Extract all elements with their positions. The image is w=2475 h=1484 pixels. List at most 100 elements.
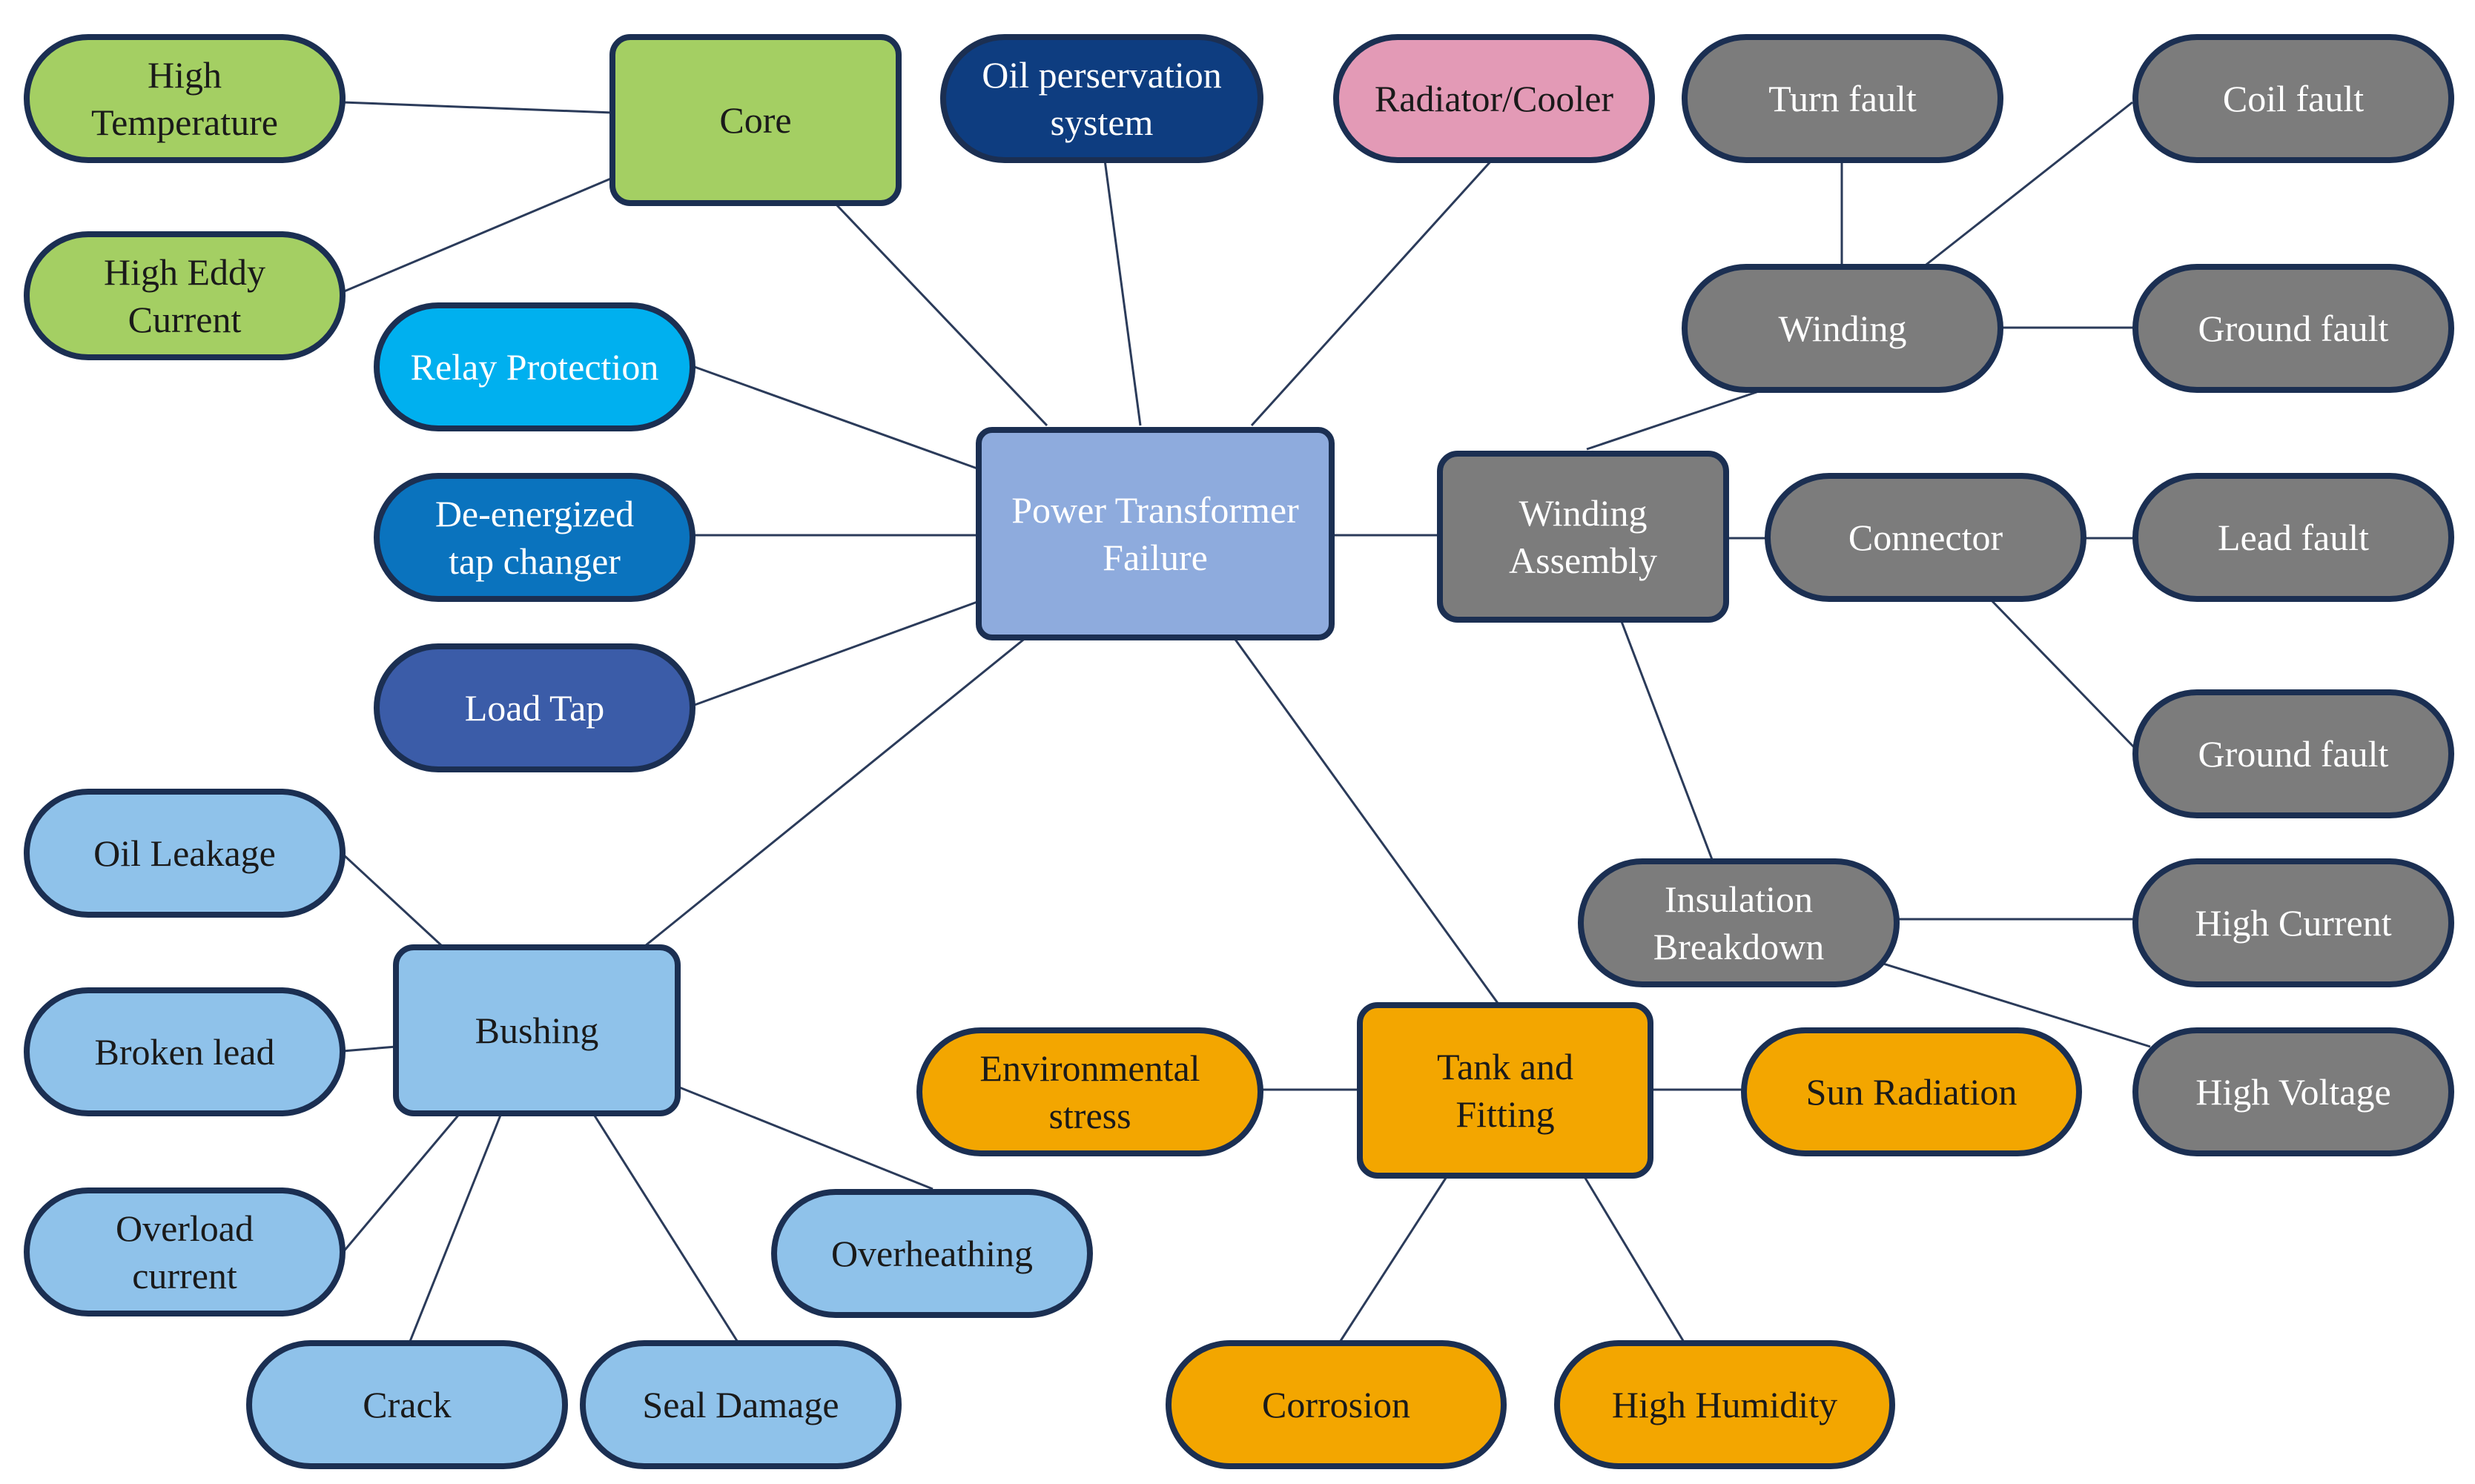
node-turn-fault-label-line: Turn fault: [1768, 78, 1917, 119]
edge-tank-and-fitting-to-high-humidity: [1582, 1175, 1686, 1344]
node-relay-protection-label-line: Relay Protection: [411, 346, 659, 388]
node-oil-leakage: Oil Leakage: [24, 789, 346, 918]
node-ground-fault-winding-label-line: Ground fault: [2198, 308, 2389, 349]
node-overload-current-label-line: current: [132, 1255, 237, 1296]
node-winding-shape: [1682, 264, 2003, 393]
edge-power-transformer-failure-to-load-tap: [692, 600, 978, 707]
node-sun-radiation-label: Sun Radiation: [1806, 1071, 2018, 1113]
node-high-voltage-shape: [2132, 1027, 2454, 1156]
node-broken-lead-shape: [24, 987, 346, 1116]
node-oil-preservation-system-shape: [940, 34, 1263, 163]
node-turn-fault-shape: [1682, 34, 2003, 163]
node-overload-current-label: Overload current: [116, 1208, 254, 1296]
node-core-label-line: Core: [719, 99, 791, 141]
node-load-tap-shape: [374, 643, 695, 772]
node-lead-fault-label: Lead fault: [2218, 517, 2369, 558]
edge-bushing-to-broken-lead: [342, 1045, 397, 1053]
node-power-transformer-failure-label-line: Power Transformer: [1011, 489, 1299, 531]
node-crack-shape: [246, 1340, 568, 1469]
node-winding: Winding: [1682, 264, 2003, 393]
node-tank-and-fitting-shape: [1357, 1002, 1653, 1179]
edge-power-transformer-failure-to-core: [833, 202, 1048, 427]
node-power-transformer-failure-shape: [976, 427, 1335, 640]
node-sun-radiation-shape: [1741, 1027, 2082, 1156]
node-corrosion-shape: [1166, 1340, 1507, 1469]
node-relay-protection: Relay Protection: [374, 302, 695, 431]
node-tank-and-fitting-label-line: Tank and: [1437, 1046, 1573, 1087]
node-environmental-stress-label-line: stress: [1048, 1095, 1131, 1136]
node-broken-lead-label: Broken lead: [95, 1031, 275, 1073]
edge-bushing-to-oil-leakage: [341, 852, 443, 947]
node-load-tap-label: Load Tap: [465, 687, 605, 729]
node-winding-assembly-label-line: Assembly: [1509, 540, 1657, 581]
node-oil-preservation-system-label-line: Oil perservation: [982, 54, 1222, 96]
node-ground-fault-connector: Ground fault: [2132, 689, 2454, 818]
edge-power-transformer-failure-to-relay-protection: [692, 365, 978, 470]
node-overload-current: Overload current: [24, 1187, 346, 1316]
node-oil-leakage-label-line: Oil Leakage: [93, 832, 276, 874]
node-bushing: Bushing: [393, 944, 681, 1116]
node-broken-lead: Broken lead: [24, 987, 346, 1116]
node-connector-label-line: Connector: [1848, 517, 2003, 558]
node-high-temperature-shape: [24, 34, 346, 163]
node-crack-label: Crack: [363, 1384, 451, 1425]
connector-lines: [341, 101, 2151, 1344]
edge-tank-and-fitting-to-corrosion: [1338, 1175, 1449, 1344]
node-coil-fault-label: Coil fault: [2223, 78, 2364, 119]
edge-bushing-to-overload-current: [341, 1111, 463, 1253]
node-de-energized-tap-changer-label-line: De-energized: [435, 493, 634, 534]
node-tank-and-fitting-label-line: Fitting: [1455, 1093, 1554, 1135]
node-connector-shape: [1765, 473, 2086, 602]
node-high-eddy-current-label-line: Current: [128, 299, 242, 340]
node-coil-fault: Coil fault: [2132, 34, 2454, 163]
node-bushing-shape: [393, 944, 681, 1116]
node-winding-assembly-label-line: Winding: [1519, 492, 1648, 534]
node-radiator-cooler-label: Radiator/Cooler: [1375, 78, 1613, 119]
node-high-voltage-label-line: High Voltage: [2195, 1071, 2390, 1113]
edge-winding-assembly-to-insulation-breakdown: [1619, 619, 1714, 862]
node-oil-leakage-label: Oil Leakage: [93, 832, 276, 874]
node-lead-fault-shape: [2132, 473, 2454, 602]
node-high-temperature-label-line: Temperature: [91, 102, 278, 143]
node-winding-label: Winding: [1779, 308, 1907, 349]
node-high-current-label-line: High Current: [2195, 902, 2391, 944]
edge-winding-to-coil-fault: [1923, 101, 2133, 268]
node-high-temperature-label-line: High: [148, 54, 222, 96]
node-coil-fault-shape: [2132, 34, 2454, 163]
edge-power-transformer-failure-to-oil-preservation-system: [1103, 159, 1142, 426]
edge-bushing-to-crack: [408, 1113, 503, 1344]
node-crack: Crack: [246, 1340, 568, 1469]
node-turn-fault-label: Turn fault: [1768, 78, 1917, 119]
node-lead-fault-label-line: Lead fault: [2218, 517, 2369, 558]
node-coil-fault-label-line: Coil fault: [2223, 78, 2364, 119]
node-power-transformer-failure-label-line: Failure: [1103, 537, 1208, 578]
node-high-voltage: High Voltage: [2132, 1027, 2454, 1156]
edge-power-transformer-failure-to-bushing: [644, 636, 1027, 947]
node-ground-fault-winding: Ground fault: [2132, 264, 2454, 393]
node-broken-lead-label-line: Broken lead: [95, 1031, 275, 1073]
node-radiator-cooler-label-line: Radiator/Cooler: [1375, 78, 1613, 119]
node-seal-damage: Seal Damage: [580, 1340, 902, 1469]
edge-bushing-to-seal-damage: [592, 1113, 740, 1344]
node-overheathing-label-line: Overheathing: [831, 1233, 1033, 1274]
node-overload-current-label-line: Overload: [116, 1208, 254, 1249]
node-overheathing: Overheathing: [771, 1189, 1093, 1318]
node-lead-fault: Lead fault: [2132, 473, 2454, 602]
node-high-humidity-label-line: High Humidity: [1612, 1384, 1837, 1425]
node-core-shape: [609, 34, 902, 206]
edge-connector-to-ground-fault-connector: [1989, 597, 2137, 750]
node-high-humidity: High Humidity: [1554, 1340, 1895, 1469]
node-high-voltage-label: High Voltage: [2195, 1071, 2390, 1113]
edge-bushing-to-overheathing: [677, 1085, 934, 1190]
